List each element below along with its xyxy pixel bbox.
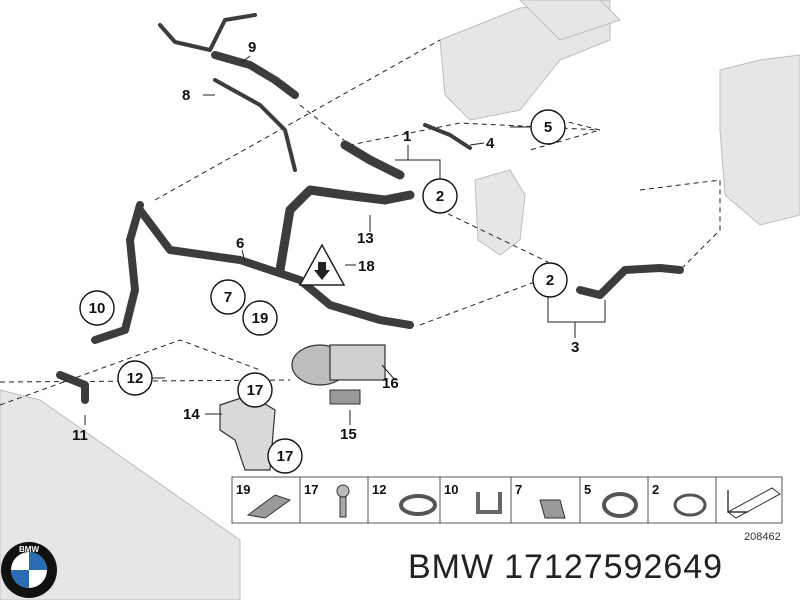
- drawing-code: 208462: [744, 531, 781, 543]
- callout-12: 12: [127, 370, 144, 387]
- callout-circle-7: [210, 279, 246, 315]
- callout-16: 16: [382, 375, 399, 392]
- electrical-warning-icon: [298, 243, 346, 286]
- callout-9: 9: [248, 39, 256, 56]
- legend-cell-10: 10: [444, 482, 502, 514]
- legend-arrow-icon: [727, 487, 781, 519]
- callout-circle-17a: [237, 372, 273, 408]
- callout-14: 14: [183, 406, 200, 423]
- parts-legend: 19 17 12 10 7 5 2: [231, 476, 783, 543]
- svg-text:10: 10: [444, 482, 458, 497]
- leader-lines: [84, 55, 606, 425]
- callout-circle-2a: [422, 178, 458, 214]
- callout-labels: 9 8 1 4 5 2 13 6 18 7 19 10 12 11 17 14 …: [72, 39, 579, 474]
- callout-6: 6: [236, 235, 244, 252]
- legend-cell-2: 2: [652, 482, 707, 517]
- part-number: 17127592649: [504, 548, 724, 586]
- legend-cell-5: 5: [584, 482, 638, 518]
- callout-4: 4: [486, 135, 495, 152]
- callout-7: 7: [224, 289, 232, 306]
- legend-cell-19: 19: [236, 482, 292, 519]
- callout-5: 5: [544, 119, 552, 136]
- callout-2a: 2: [436, 188, 444, 205]
- callout-19: 19: [252, 310, 269, 327]
- legend-cell-7: 7: [515, 482, 566, 519]
- coolant-hoses: [56, 13, 684, 404]
- callout-11: 11: [72, 427, 88, 444]
- bmw-logo: BMW: [1, 542, 57, 598]
- brand-name: BMW: [408, 548, 495, 586]
- callout-15: 15: [340, 426, 357, 443]
- callout-circle-2b: [532, 262, 568, 298]
- callout-circle-19: [242, 300, 278, 336]
- callout-circle-5: [530, 109, 566, 145]
- callout-10: 10: [89, 300, 106, 317]
- svg-text:19: 19: [236, 482, 250, 497]
- callout-17b: 17: [277, 448, 294, 465]
- svg-text:12: 12: [372, 482, 386, 497]
- pump-bracket: [219, 394, 276, 471]
- callout-3: 3: [571, 339, 579, 356]
- callout-1: 1: [403, 128, 411, 145]
- callout-17a: 17: [247, 382, 264, 399]
- legend-cell-17: 17: [304, 482, 350, 518]
- callout-13: 13: [357, 230, 374, 247]
- legend-cell-12: 12: [372, 482, 437, 516]
- callout-circle-17b: [267, 438, 303, 474]
- callout-8: 8: [182, 87, 190, 104]
- water-pump: [291, 344, 386, 405]
- callout-circle-12: [117, 360, 153, 396]
- svg-text:2: 2: [652, 482, 659, 497]
- svg-text:7: 7: [515, 482, 522, 497]
- callout-18: 18: [358, 258, 375, 275]
- callout-2b: 2: [546, 272, 554, 289]
- svg-text:5: 5: [584, 482, 591, 497]
- svg-text:17: 17: [304, 482, 318, 497]
- svg-text:BMW: BMW: [19, 545, 39, 554]
- callout-circle-10: [79, 290, 115, 326]
